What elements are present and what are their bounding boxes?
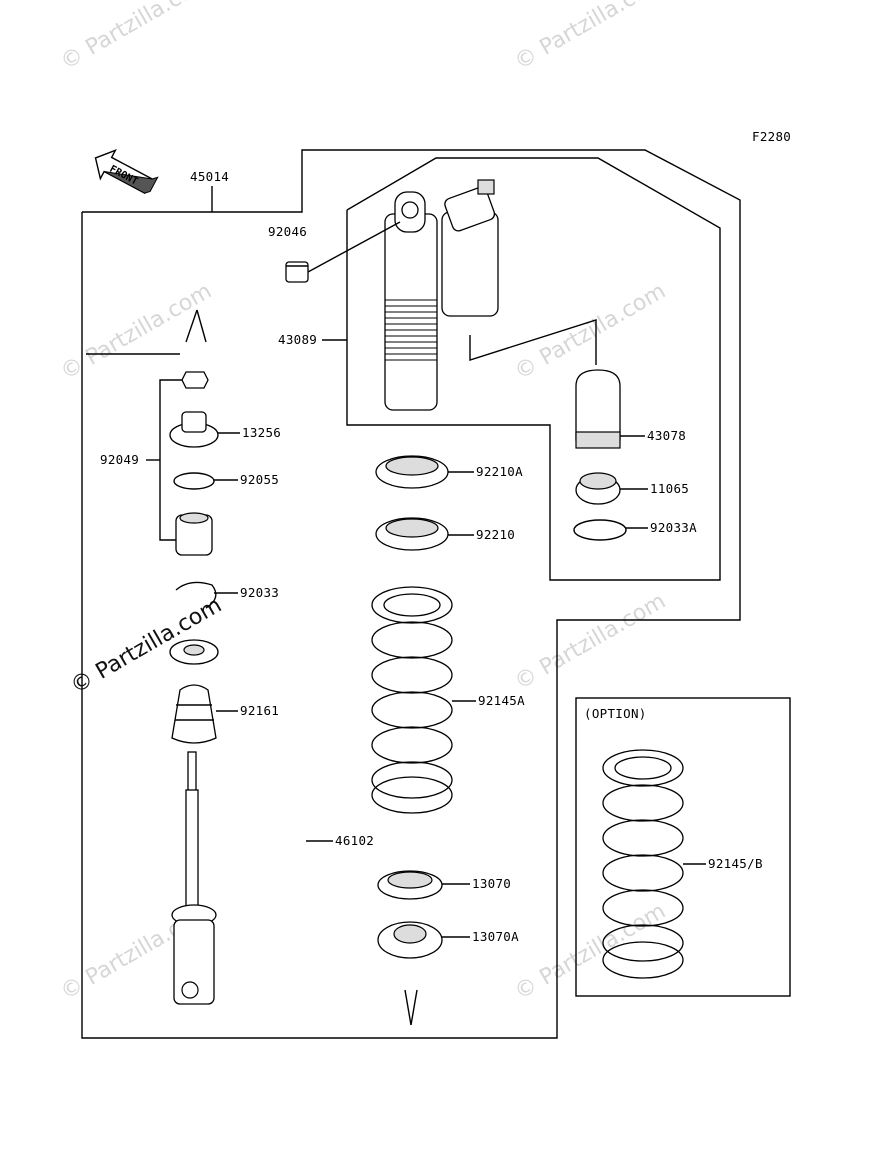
label-92055: 92055 — [240, 472, 279, 487]
damper-rod-46102-part — [171, 751, 217, 1005]
figure-code: F2280 — [752, 129, 791, 144]
seat-13070A-part — [377, 921, 443, 959]
label-13070: 13070 — [472, 876, 511, 891]
label-92145B: 92145/B — [708, 856, 763, 871]
label-46102: 46102 — [335, 833, 374, 848]
label-45014: 45014 — [190, 169, 229, 184]
nut-92210A-part — [375, 455, 449, 489]
label-92210A: 92210A — [476, 464, 523, 479]
label-92046: 92046 — [268, 224, 307, 239]
circlip-92033A-part — [573, 519, 627, 541]
cap-13256-part — [169, 411, 219, 448]
label-92033A: 92033A — [650, 520, 697, 535]
seat-13070-part — [377, 870, 443, 900]
spring-92145A-part — [371, 586, 453, 814]
bumper-92161-part — [171, 684, 217, 744]
watermark: © Partzilla.com — [57, 279, 217, 386]
cap-11065-part — [575, 472, 621, 505]
label-92033: 92033 — [240, 585, 279, 600]
label-13256: 13256 — [242, 425, 281, 440]
circlip-92033-part — [175, 581, 217, 609]
option-label: (OPTION) — [584, 706, 647, 721]
shock-body-part — [384, 179, 499, 411]
watermark: © Partzilla.com — [511, 899, 671, 1006]
label-43078: 43078 — [647, 428, 686, 443]
washer-part — [169, 639, 219, 665]
watermark: © Partzilla.com — [511, 589, 671, 696]
label-92049: 92049 — [100, 452, 139, 467]
front-arrow-icon: FRONT — [94, 149, 159, 195]
label-92145A: 92145A — [478, 693, 525, 708]
watermark: © Partzilla.com — [57, 0, 217, 75]
option-box — [575, 697, 791, 997]
watermark: © Partzilla.com — [511, 279, 671, 386]
piston-part — [175, 512, 213, 556]
bearing-92046-part — [285, 261, 309, 283]
oring-92055-part — [173, 472, 215, 490]
watermark: © Partzilla.com — [511, 0, 671, 75]
label-92161: 92161 — [240, 703, 279, 718]
spring-92145B-part — [602, 749, 684, 979]
label-11065: 11065 — [650, 481, 689, 496]
watermark-layer: © Partzilla.com © Partzilla.com © Partzi… — [57, 0, 671, 1005]
outline-43089 — [346, 157, 721, 581]
bladder-43078-part — [575, 369, 621, 449]
nut-92210-part — [375, 517, 449, 551]
label-13070A: 13070A — [472, 929, 519, 944]
label-43089: 43089 — [278, 332, 317, 347]
nut-part — [181, 371, 209, 389]
outline-45014 — [81, 149, 741, 1039]
label-92210: 92210 — [476, 527, 515, 542]
